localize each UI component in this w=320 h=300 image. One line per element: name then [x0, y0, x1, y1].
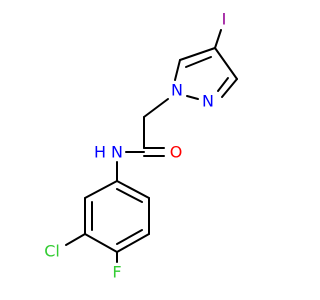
chlorine-atom-label: Cl: [44, 242, 60, 261]
pyrazole-ring: [174, 29, 238, 100]
bond-ar-c4-c5: [116, 233, 150, 253]
bond-n1-c5: [174, 59, 181, 81]
linker-chain: [116, 98, 169, 182]
bond-c3-n2-inner: [217, 77, 229, 92]
atom-labels: I N N O N H Cl F: [44, 10, 226, 282]
bond-c5-c4: [179, 47, 216, 61]
bond-c3-n2: [221, 78, 238, 98]
fluorine-atom-label: F: [112, 263, 121, 282]
bond-c4-i: [214, 29, 222, 49]
bond-c4-c3: [214, 47, 238, 80]
bond-ar-c6-c1-inner: [116, 188, 143, 203]
bond-c5-c4-inner: [185, 56, 212, 68]
amide-nitrogen-label: N: [111, 143, 123, 162]
bond-ar-c3-c4: [84, 233, 118, 253]
benzene-ring: [65, 180, 150, 263]
bond-ar-c4-c5-inner: [116, 229, 143, 245]
bond-ar-c6-c1: [116, 180, 150, 199]
carbonyl-oxygen-label: O: [170, 143, 183, 162]
bond-n1-ch2: [143, 98, 169, 118]
bond-n2-n1: [186, 95, 199, 100]
iodine-atom-label: I: [222, 10, 227, 29]
pyrazole-n1-label: N: [171, 81, 183, 100]
pyrazole-n2-label: N: [202, 92, 214, 111]
bond-ar-c1-c2: [84, 180, 118, 199]
molecule-diagram: I N N O N H Cl F: [44, 10, 238, 282]
bond-ar-c3-cl: [65, 233, 86, 246]
amide-hydrogen-label: H: [94, 143, 106, 162]
